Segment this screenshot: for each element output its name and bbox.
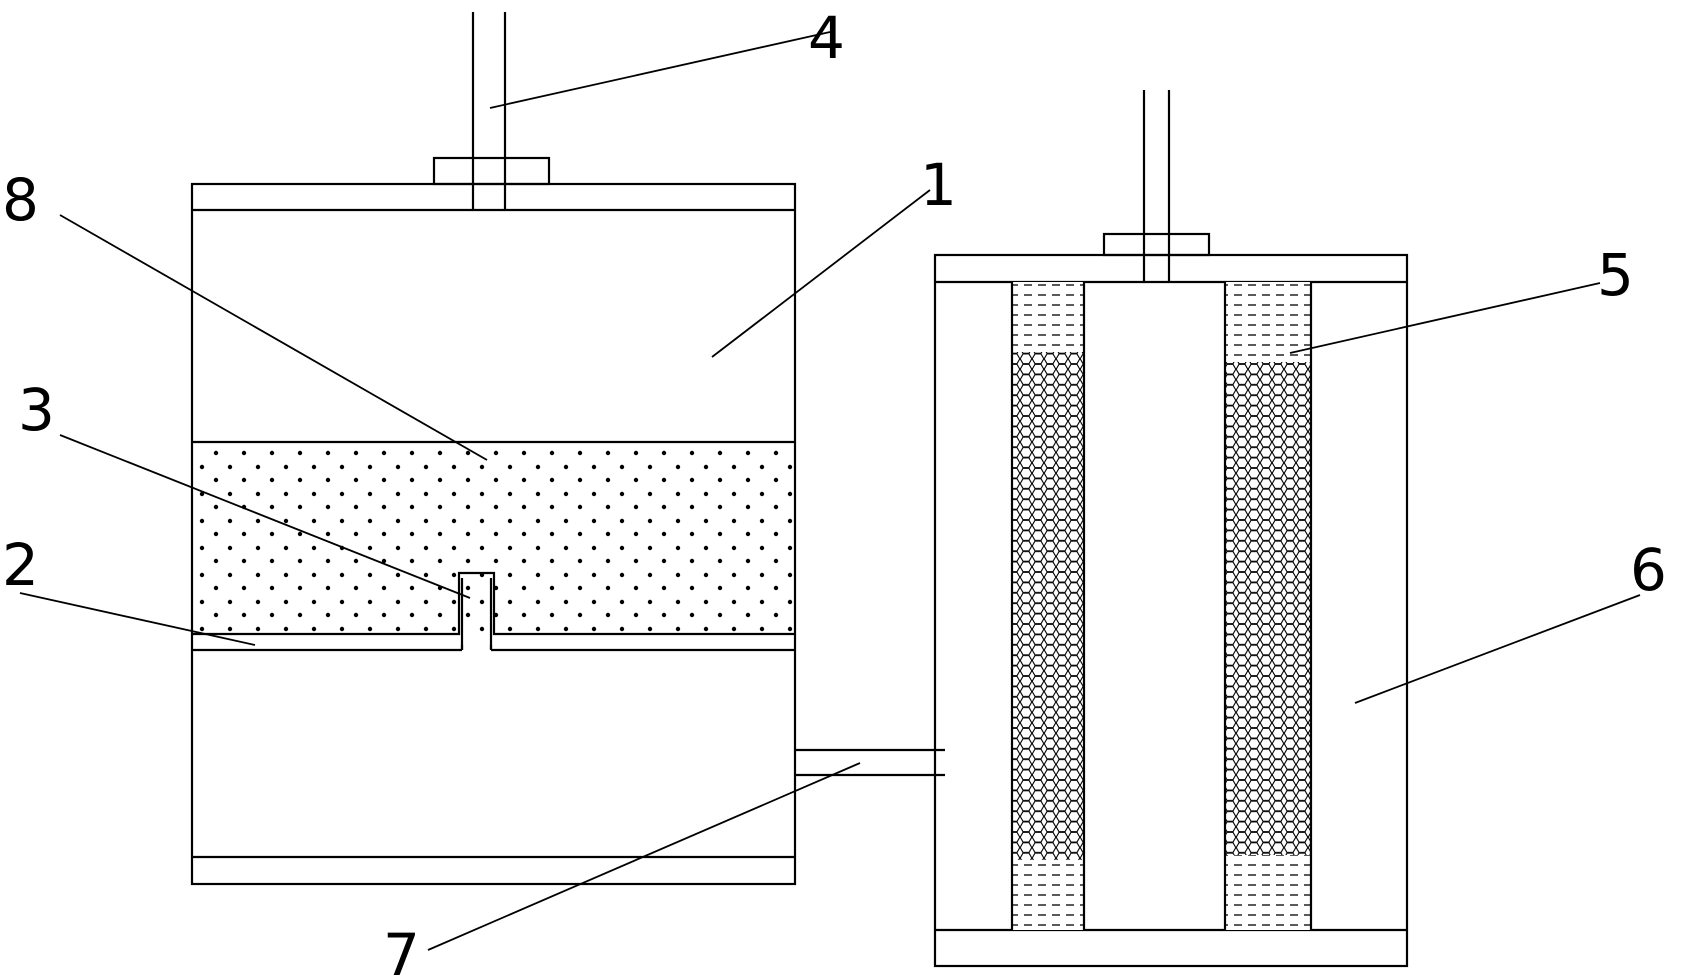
partition-plate-bottom (192, 645, 795, 652)
inlet-flange (432, 156, 551, 186)
leader-lines (19, 31, 1641, 951)
leader-2 (19, 592, 256, 646)
filter-column-right (1223, 282, 1313, 930)
right-tank (933, 90, 1409, 968)
center-outlet (460, 578, 493, 650)
leader-6 (1354, 594, 1641, 704)
label-6: 6 (1630, 536, 1667, 604)
leader-8 (59, 214, 488, 461)
leader-4 (489, 31, 831, 109)
leader-1 (711, 189, 931, 358)
label-3: 3 (18, 376, 55, 444)
label-4: 4 (808, 4, 845, 72)
left-tank (190, 12, 945, 886)
outlet-flange (1102, 232, 1211, 257)
leader-7 (427, 762, 861, 951)
reference-numerals: 1 2 3 4 5 6 7 8 (2, 4, 1667, 979)
leader-5 (1289, 282, 1601, 354)
label-2: 2 (2, 531, 39, 599)
label-1: 1 (920, 151, 957, 219)
right-tank-body (933, 253, 1409, 968)
leader-3 (59, 434, 471, 599)
label-5: 5 (1597, 241, 1634, 309)
label-7: 7 (383, 921, 420, 979)
filter-column-left (1010, 282, 1086, 930)
label-8: 8 (2, 166, 39, 234)
partition-plate (192, 571, 795, 636)
